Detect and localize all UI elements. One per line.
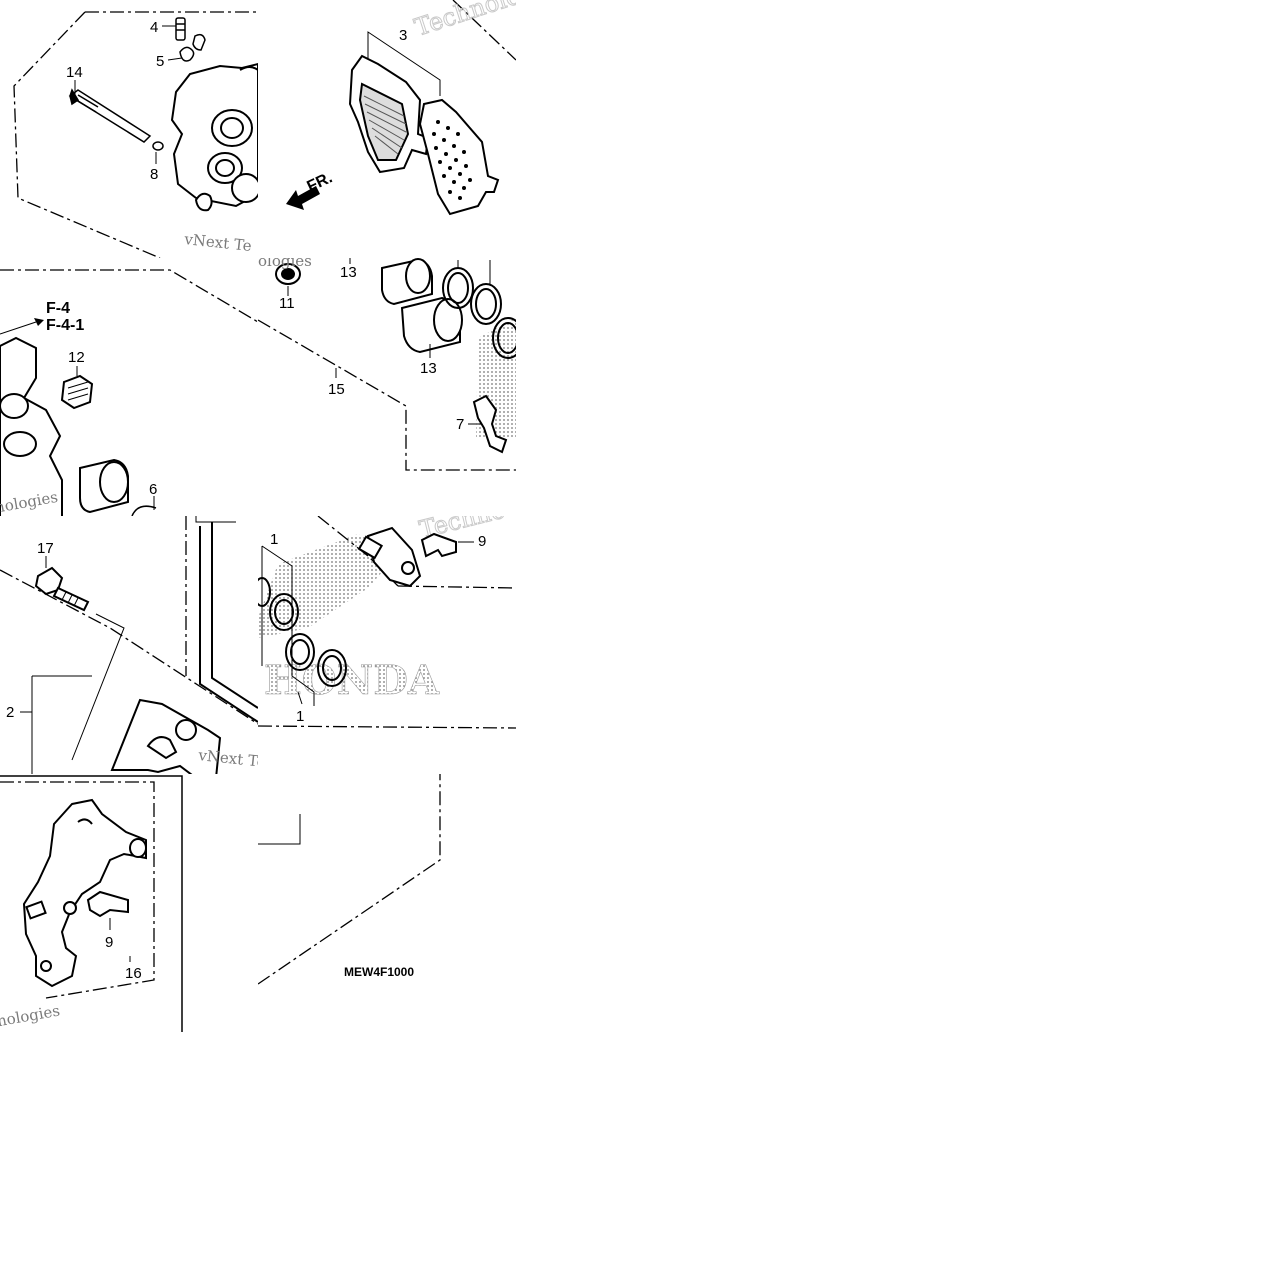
callout-8: 8 — [150, 166, 158, 183]
diagram-code-area: MEW4F1000 — [258, 774, 441, 985]
caliper-body — [170, 62, 258, 212]
caliper-bracket — [22, 798, 147, 988]
brand-logo-text: HONDA — [264, 657, 440, 704]
seal-rings — [258, 577, 347, 687]
retainer-clip-lower — [86, 890, 129, 918]
tile-bracket-bolt: 1 17 2 vNext Te — [0, 516, 258, 774]
callout-4: 4 — [150, 19, 158, 36]
diagram-code: MEW4F1000 — [344, 965, 414, 979]
watermark-line2: ologies — [258, 258, 312, 270]
tile-pistons: 11 ologies 13 13 — [258, 258, 516, 516]
callout-7: 7 — [456, 416, 464, 433]
piston-small — [79, 458, 129, 514]
pistons-drawing: 11 ologies 13 13 — [258, 258, 516, 471]
callout-13-upper: 13 — [340, 264, 357, 281]
piston-lower — [400, 296, 463, 354]
pad-pin — [68, 88, 152, 143]
bracket-bolt-drawing: 1 17 2 vNext Te — [0, 516, 258, 774]
callout-1-seal-bottom: 1 — [296, 708, 304, 725]
callout-9-lower: 9 — [105, 934, 113, 951]
callout-15: 15 — [328, 381, 345, 398]
ref-f4: F-4 — [46, 300, 70, 317]
callout-9-upper: 9 — [478, 533, 486, 550]
seal-kit-drawing: HONDA Techno 9 1 1 — [258, 516, 516, 729]
lock-nut — [60, 374, 94, 410]
callout-16: 16 — [125, 965, 142, 982]
watermark-text: vNext Te — [183, 230, 253, 255]
callout-17: 17 — [37, 540, 54, 557]
tile-caliper-body: 4 5 14 8 vNext Te — [0, 0, 258, 258]
callout-3: 3 — [399, 27, 407, 44]
caliper-body-drawing: 4 5 14 8 vNext Te — [13, 11, 258, 258]
callout-2: 2 — [6, 704, 14, 721]
callout-1-seal-top: 1 — [270, 531, 278, 548]
tile-diagram-code: MEW4F1000 — [258, 774, 516, 1032]
sleeve-nut — [275, 263, 301, 285]
pad-spring-clip — [472, 394, 508, 454]
mounting-bolt — [34, 566, 90, 612]
callout-12: 12 — [68, 349, 85, 366]
tile-seal-kit: HONDA Techno 9 1 1 — [258, 516, 516, 774]
watermark-outline: Technolo — [411, 0, 516, 42]
caliper-bracket-arm — [357, 526, 422, 588]
brake-pad-inner — [348, 54, 430, 174]
bleeder-cap — [179, 33, 206, 62]
caliper-half — [0, 336, 63, 516]
washer — [152, 141, 164, 151]
bracket-16-drawing: 9 16 nologies — [0, 775, 183, 1032]
piston-upper — [381, 258, 433, 306]
caliper-support-drawing: F-4 F-4-1 12 6 — [0, 269, 258, 516]
caliper-bracket-upper — [110, 698, 222, 774]
brake-pad-outer — [418, 98, 500, 216]
watermark-partial-2: nologies — [0, 1002, 61, 1031]
callout-13-lower: 13 — [420, 360, 437, 377]
bleeder-screw — [175, 17, 186, 41]
tile-brake-pads: Technolo 3 — [258, 0, 516, 258]
callout-11: 11 — [279, 295, 295, 312]
callout-6: 6 — [149, 481, 157, 498]
front-direction-label: FR. — [305, 169, 336, 195]
callout-5: 5 — [156, 53, 164, 70]
callout-14: 14 — [66, 64, 83, 81]
retainer-clip — [420, 532, 457, 558]
front-direction-arrow — [286, 186, 320, 210]
brake-pads-drawing: Technolo 3 — [286, 0, 516, 216]
tile-caliper-support: F-4 F-4-1 12 6 — [0, 258, 258, 516]
tile-bracket-16: 9 16 nologies — [0, 774, 258, 1032]
ref-f4-1: F-4-1 — [46, 317, 84, 334]
